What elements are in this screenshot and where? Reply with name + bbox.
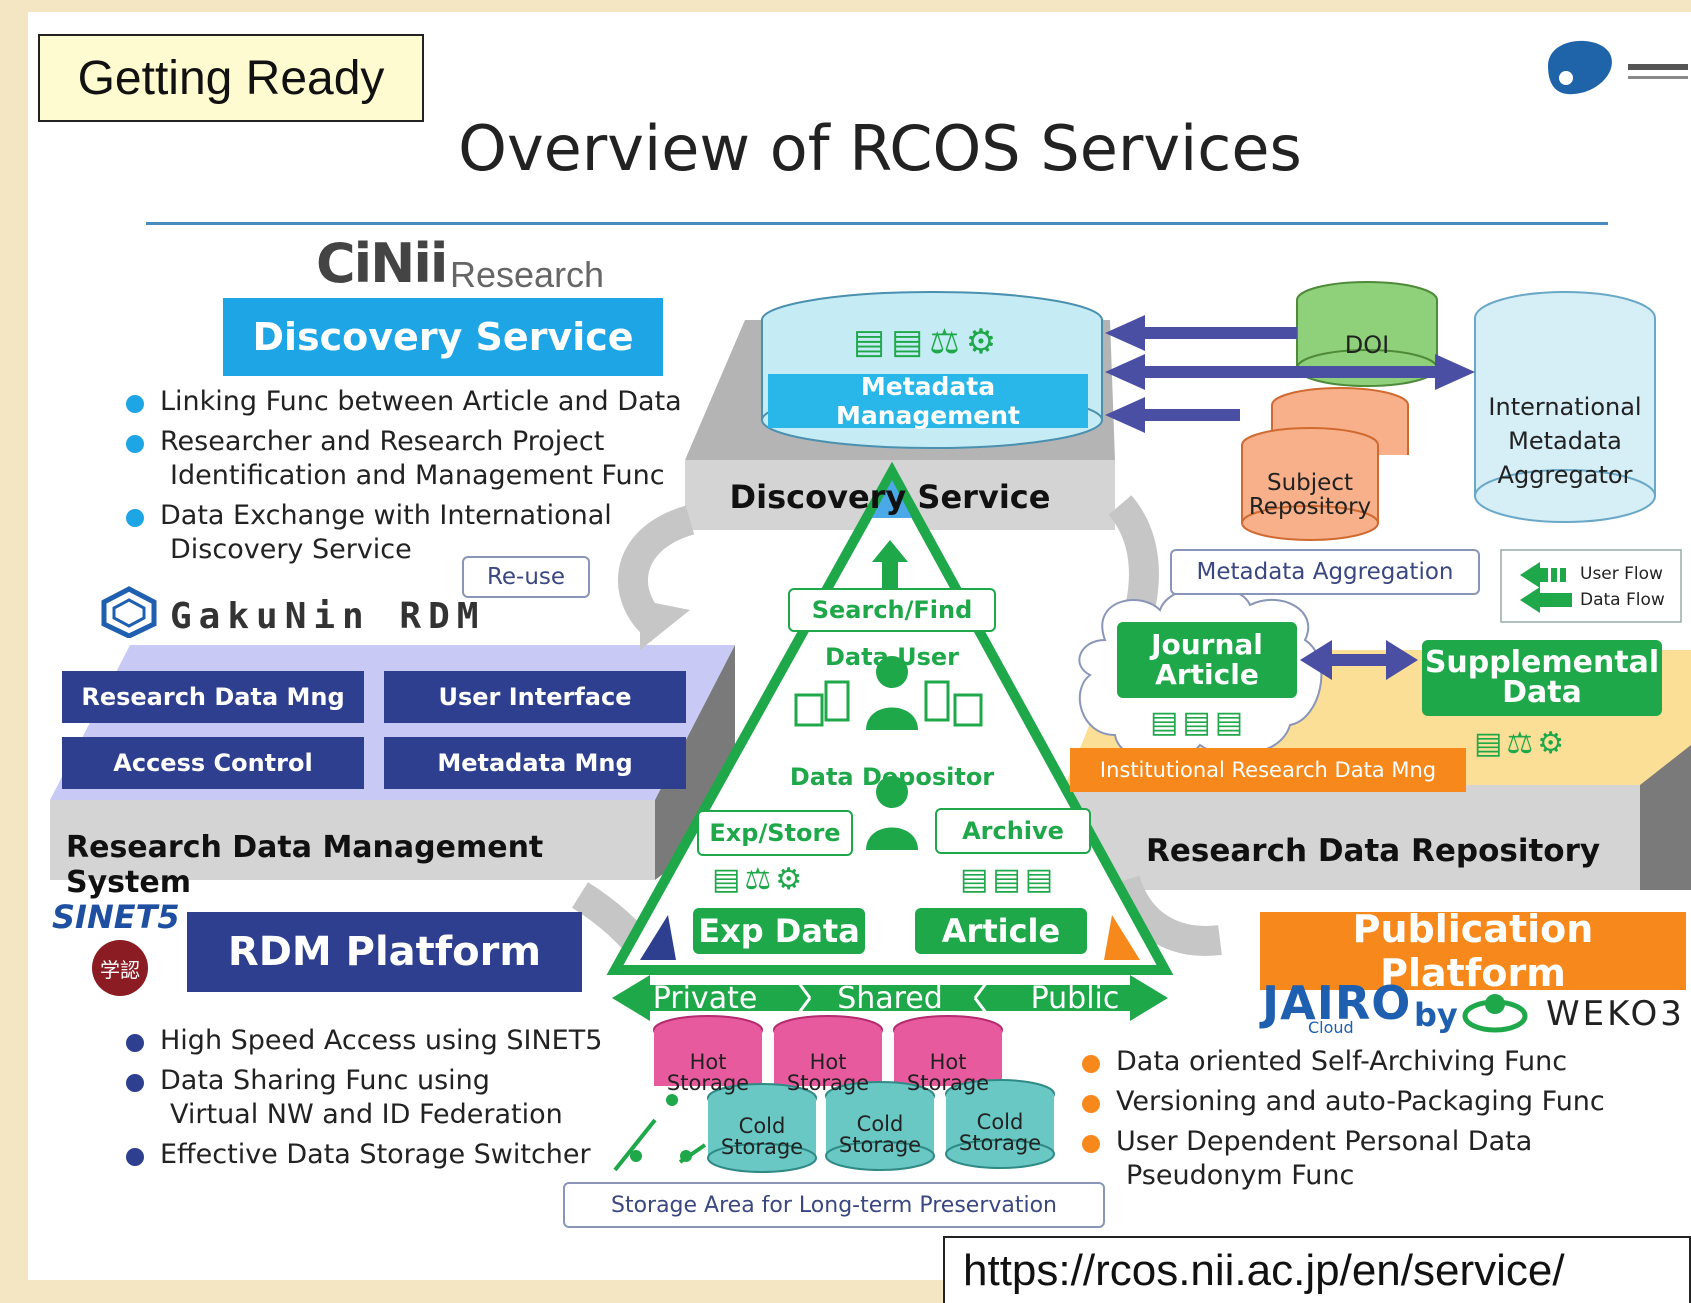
bullet-dot-icon — [126, 1148, 144, 1166]
rdm-bullet: High Speed Access using SINET5 — [126, 1024, 686, 1058]
metadata-management-label: Metadata Management — [768, 372, 1088, 430]
section-tag: Getting Ready — [38, 34, 424, 122]
private-label: Private — [652, 980, 758, 1016]
source-url[interactable]: https://rcos.nii.ac.jp/en/service/ — [943, 1236, 1691, 1303]
document-icon: ▤ — [1182, 705, 1211, 740]
bullet-dot-icon — [126, 395, 144, 413]
metadata-icons: ▤ ▤ ⚖ ⚙ — [853, 322, 996, 362]
supplemental-icons: ▤ ⚖ ⚙ — [1474, 726, 1564, 761]
document-icon: ▤ — [992, 862, 1021, 897]
archive-icons: ▤ ▤ ▤ — [960, 862, 1053, 897]
title-divider — [146, 222, 1608, 225]
scale-icon: ⚖ — [929, 322, 960, 362]
data-depositor-label: Data Depositor — [789, 763, 995, 791]
discovery-platform-label: Discovery Service — [729, 478, 1051, 516]
journal-article-box: Journal Article — [1117, 622, 1297, 698]
bullet-dot-icon — [1082, 1135, 1100, 1153]
page-title: Overview of RCOS Services — [458, 111, 1302, 185]
scale-icon: ⚖ — [744, 862, 772, 897]
public-label: Public — [1030, 980, 1120, 1016]
metadata-aggregation-callout: Metadata Aggregation — [1170, 549, 1480, 595]
bullet-dot-icon — [126, 1074, 144, 1092]
weko3-logo: WEKO3 — [1546, 994, 1685, 1034]
bullet-dot-icon — [1082, 1095, 1100, 1113]
document-icon: ▤ — [960, 862, 989, 897]
cinii-logo-suffix: Research — [450, 254, 605, 295]
jairo-cloud-label: Cloud — [1308, 1018, 1354, 1037]
microscope-icon: ⚙ — [775, 862, 803, 897]
document-icon: ▤ — [712, 862, 741, 897]
user-interface-box: User Interface — [384, 671, 686, 723]
discovery-bullet-list: Linking Func between Article and Data Re… — [126, 385, 686, 573]
cinii-logo: CiNii — [316, 232, 448, 295]
document-icon: ▤ — [1474, 726, 1503, 761]
microscope-icon: ⚙ — [1537, 726, 1565, 761]
weko-logo-icon — [1462, 994, 1528, 1033]
supplemental-data-box: Supplemental Data — [1422, 640, 1662, 716]
rdm-bullet: Effective Data Storage Switcher — [126, 1138, 686, 1172]
publication-platform-banner: Publication Platform — [1260, 907, 1686, 995]
data-user-label: Data User — [824, 643, 960, 671]
exp-store-callout: Exp/Store — [697, 810, 853, 856]
document-icon: ▤ — [1024, 862, 1054, 897]
journal-icons: ▤ ▤ ▤ — [1150, 705, 1243, 740]
research-data-mng-box: Research Data Mng — [62, 671, 364, 723]
repository-platform-label: Research Data Repository — [1146, 833, 1601, 869]
rdm-platform-banner: RDM Platform — [187, 912, 582, 992]
exp-icons: ▤ ⚖ ⚙ — [712, 862, 802, 897]
nii-logo-icon — [1548, 40, 1688, 95]
article-box: Article — [915, 908, 1087, 954]
sinet5-logo: SINET5 — [52, 898, 180, 936]
publication-bullet: Versioning and auto-Packaging Func — [1082, 1085, 1682, 1119]
aggregator-label: International Metadata Aggregator — [1488, 393, 1642, 489]
document-icon: ▤ — [891, 322, 924, 362]
discovery-service-banner: Discovery Service — [223, 298, 663, 376]
access-control-box: Access Control — [62, 737, 364, 789]
subject-repository-label: Subject Repository — [1248, 470, 1372, 520]
metadata-mng-box: Metadata Mng — [384, 737, 686, 789]
publication-bullet-list: Data oriented Self-Archiving Func Versio… — [1082, 1045, 1682, 1199]
bullet-dot-icon — [126, 1034, 144, 1052]
bullet-dot-icon — [1082, 1055, 1100, 1073]
archive-callout: Archive — [935, 808, 1091, 854]
discovery-bullet: Linking Func between Article and Data — [126, 385, 686, 419]
institutional-rdm-label: Institutional Research Data Mng — [1070, 748, 1466, 792]
bullet-dot-icon — [126, 509, 144, 527]
legend-data-flow: Data Flow — [1580, 590, 1665, 610]
shared-label: Shared — [837, 980, 943, 1016]
gakunin-seal-icon: 学認 — [92, 940, 148, 996]
doi-label: DOI — [1344, 331, 1390, 359]
by-label: by — [1414, 996, 1458, 1034]
microscope-icon: ⚙ — [965, 322, 997, 362]
scale-icon: ⚖ — [1506, 726, 1534, 761]
rdm-bullet-list: High Speed Access using SINET5 Data Shar… — [126, 1024, 686, 1178]
document-icon: ▤ — [853, 322, 886, 362]
document-icon: ▤ — [1150, 705, 1179, 740]
reuse-callout: Re-use — [462, 556, 590, 598]
gakunin-hexagon-icon — [101, 586, 157, 638]
legend-user-flow: User Flow — [1580, 564, 1663, 584]
rdm-platform-label: Research Data Management System — [66, 830, 544, 900]
publication-bullet: Data oriented Self-Archiving Func — [1082, 1045, 1682, 1079]
exp-data-box: Exp Data — [693, 908, 865, 954]
document-icon: ▤ — [1214, 705, 1244, 740]
search-find-callout: Search/Find — [788, 588, 996, 632]
jairo-logo: JAIRO — [1262, 976, 1412, 1030]
bullet-dot-icon — [126, 435, 144, 453]
storage-area-callout: Storage Area for Long-term Preservation — [563, 1182, 1105, 1228]
gakunin-rdm-logo: GakuNin RDM — [170, 596, 486, 637]
